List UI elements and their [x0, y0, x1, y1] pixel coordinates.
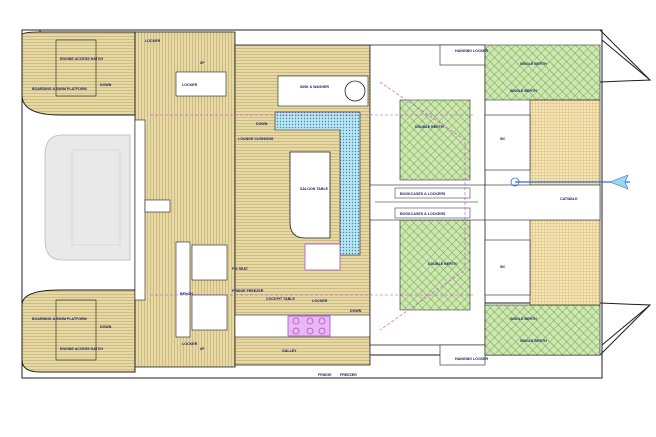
label-catwalk: CATWALK [560, 197, 578, 201]
label-saloon-table: SALOON TABLE [300, 187, 329, 191]
label-engine-top: ENGINE ACCESS HATCH [60, 57, 103, 61]
label-single-1: SINGLE BERTH [520, 62, 547, 66]
label-single-2: SINGLE BERTH [510, 89, 537, 93]
label-up-1: UP [200, 61, 205, 65]
label-locker-mid-top: LOCKER [182, 83, 198, 87]
label-wc-2: WC [500, 265, 506, 269]
labels: BOARDING & SWIM PLATFORM BOARDING & SWIM… [32, 39, 578, 377]
label-bookcases-top: BOOKCASES & LOCKERS [400, 192, 446, 196]
forward-cabin [369, 44, 486, 366]
cockpit [44, 31, 306, 368]
label-single-4: SINGLE BERTH [520, 339, 547, 343]
label-down-bottom: DOWN [100, 325, 112, 329]
saloon [234, 44, 371, 366]
label-sink-washer: SINK & WASHER [300, 85, 329, 89]
label-freezer: FREEZER [340, 373, 357, 377]
bow-hulls [484, 44, 630, 356]
bottom-stern-hull [21, 289, 136, 373]
label-down-top: DOWN [100, 83, 112, 87]
label-cockpit-table: COCKPIT TABLE [266, 297, 295, 301]
label-wc-1: WC [500, 137, 506, 141]
label-fridge: FRIDGE [318, 373, 332, 377]
label-up-2: UP [200, 347, 205, 351]
label-down-cockpit: DOWN [256, 122, 268, 126]
label-locker-galley: LOCKER [312, 299, 328, 303]
label-boarding-bottom: BOARDING & SWIM PLATFORM [32, 317, 87, 321]
label-bookcases-bottom: BOOKCASES & LOCKERS [400, 212, 446, 216]
label-locker-top: LOCKER [145, 39, 161, 43]
label-locker-mid-bottom: LOCKER [182, 342, 198, 346]
label-single-3: SINGLE BERTH [510, 317, 537, 321]
label-hanging-bottom: HANGING LOCKER [455, 357, 489, 361]
label-fixed-seat: FIX SEAT [232, 267, 249, 271]
label-boarding-top: BOARDING & SWIM PLATFORM [32, 87, 87, 91]
label-engine-bottom: ENGINE ACCESS HATCH [60, 347, 103, 351]
label-bench: BENCH [180, 292, 193, 296]
label-double-top: DOUBLE BERTH [415, 125, 444, 129]
dashed-lines [150, 81, 475, 331]
label-fridge-freezer: FRIDGE FREEZER [232, 289, 264, 293]
label-double-bottom: DOUBLE BERTH [428, 262, 457, 266]
label-hanging-top: HANGING LOCKER [455, 49, 489, 53]
label-galley: GALLEY [282, 349, 297, 353]
label-lounge: LOUNGE CUSHIONS [238, 137, 274, 141]
label-down-lower: DOWN [350, 309, 362, 313]
